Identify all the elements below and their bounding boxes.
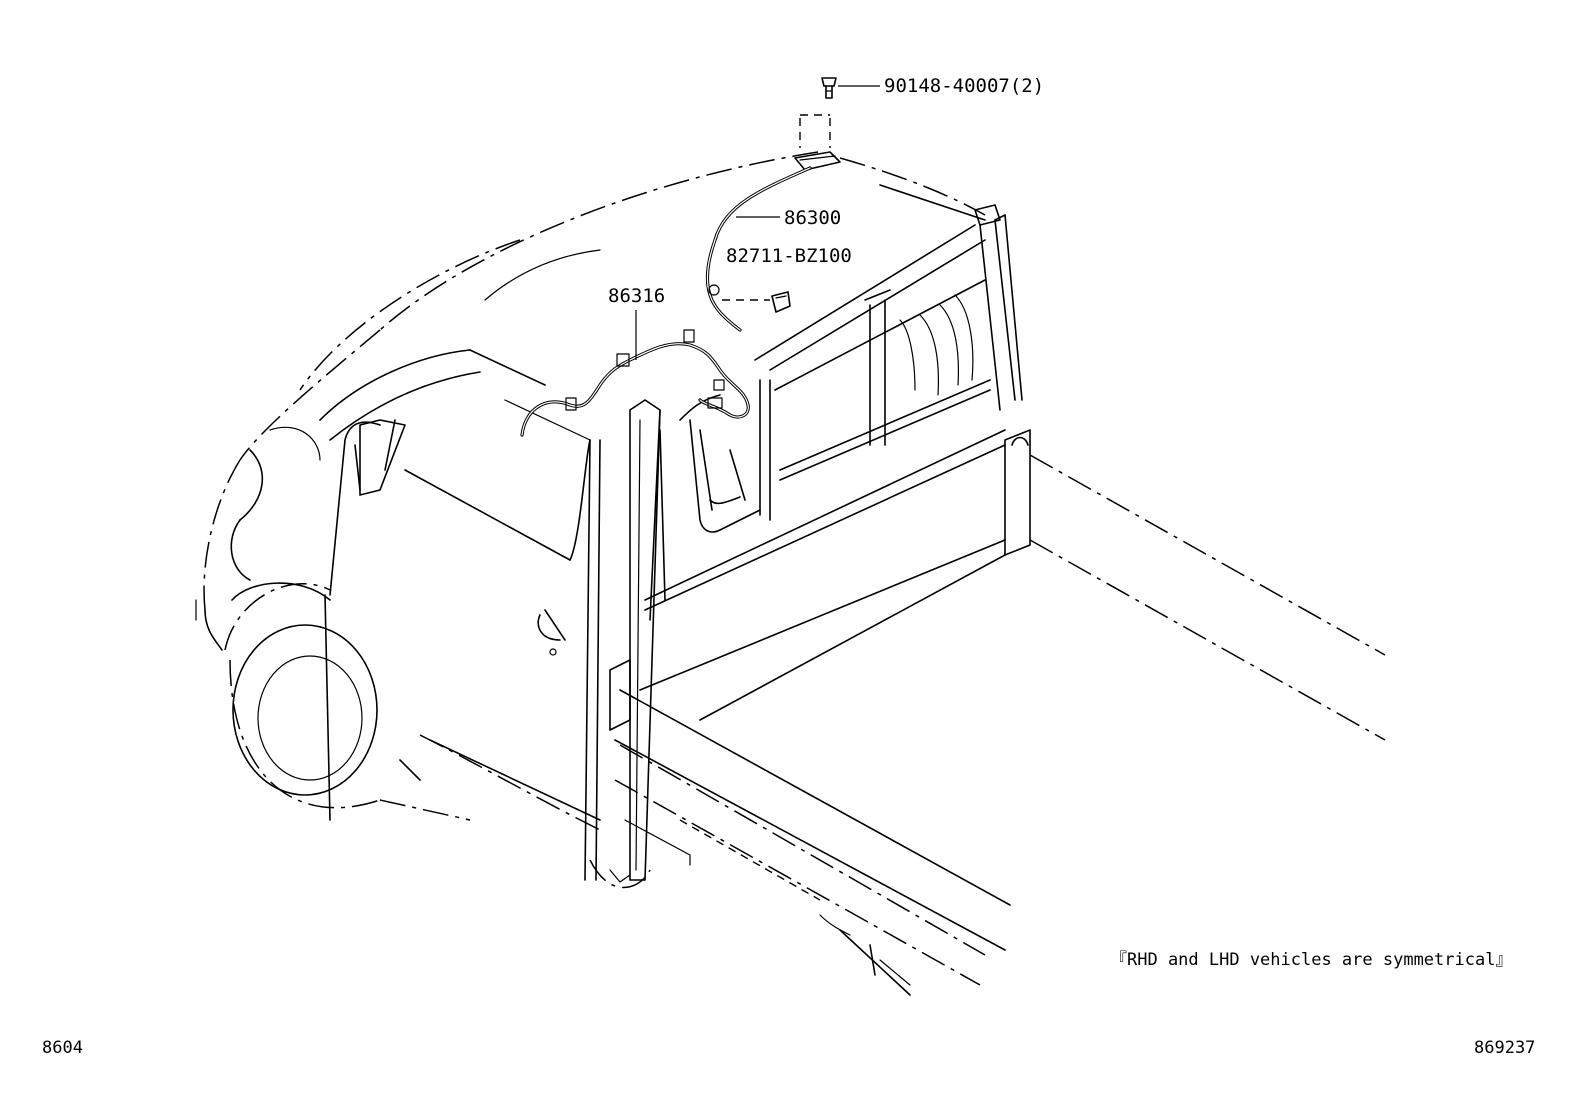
cargo-bed	[589, 429, 1386, 996]
cargo-guard	[754, 204, 1023, 521]
callout-cord: 86316	[608, 285, 665, 307]
symmetry-note: 『RHD and LHD vehicles are symmetrical』	[1110, 950, 1512, 970]
rear-window-frame	[659, 394, 761, 601]
cab-rear-pillar	[609, 399, 661, 883]
antenna-base	[794, 114, 841, 171]
callout-bolt: 90148-40007(2)	[884, 75, 1044, 97]
page-code: 8604	[42, 1038, 83, 1058]
clamp-icon	[722, 291, 791, 313]
hood-front-outline	[195, 329, 381, 651]
leader-lines	[635, 85, 880, 360]
cord-86316	[520, 329, 750, 437]
callout-antenna-assy: 86300	[784, 207, 841, 229]
cab-roof-outline	[299, 151, 986, 441]
bolt-icon	[821, 77, 837, 99]
door-outline	[324, 399, 601, 881]
callout-clamp: 82711-BZ100	[726, 245, 852, 267]
front-wheel	[224, 582, 471, 821]
figure-number: 869237	[1474, 1038, 1535, 1058]
antenna-cord-86300	[705, 166, 812, 332]
